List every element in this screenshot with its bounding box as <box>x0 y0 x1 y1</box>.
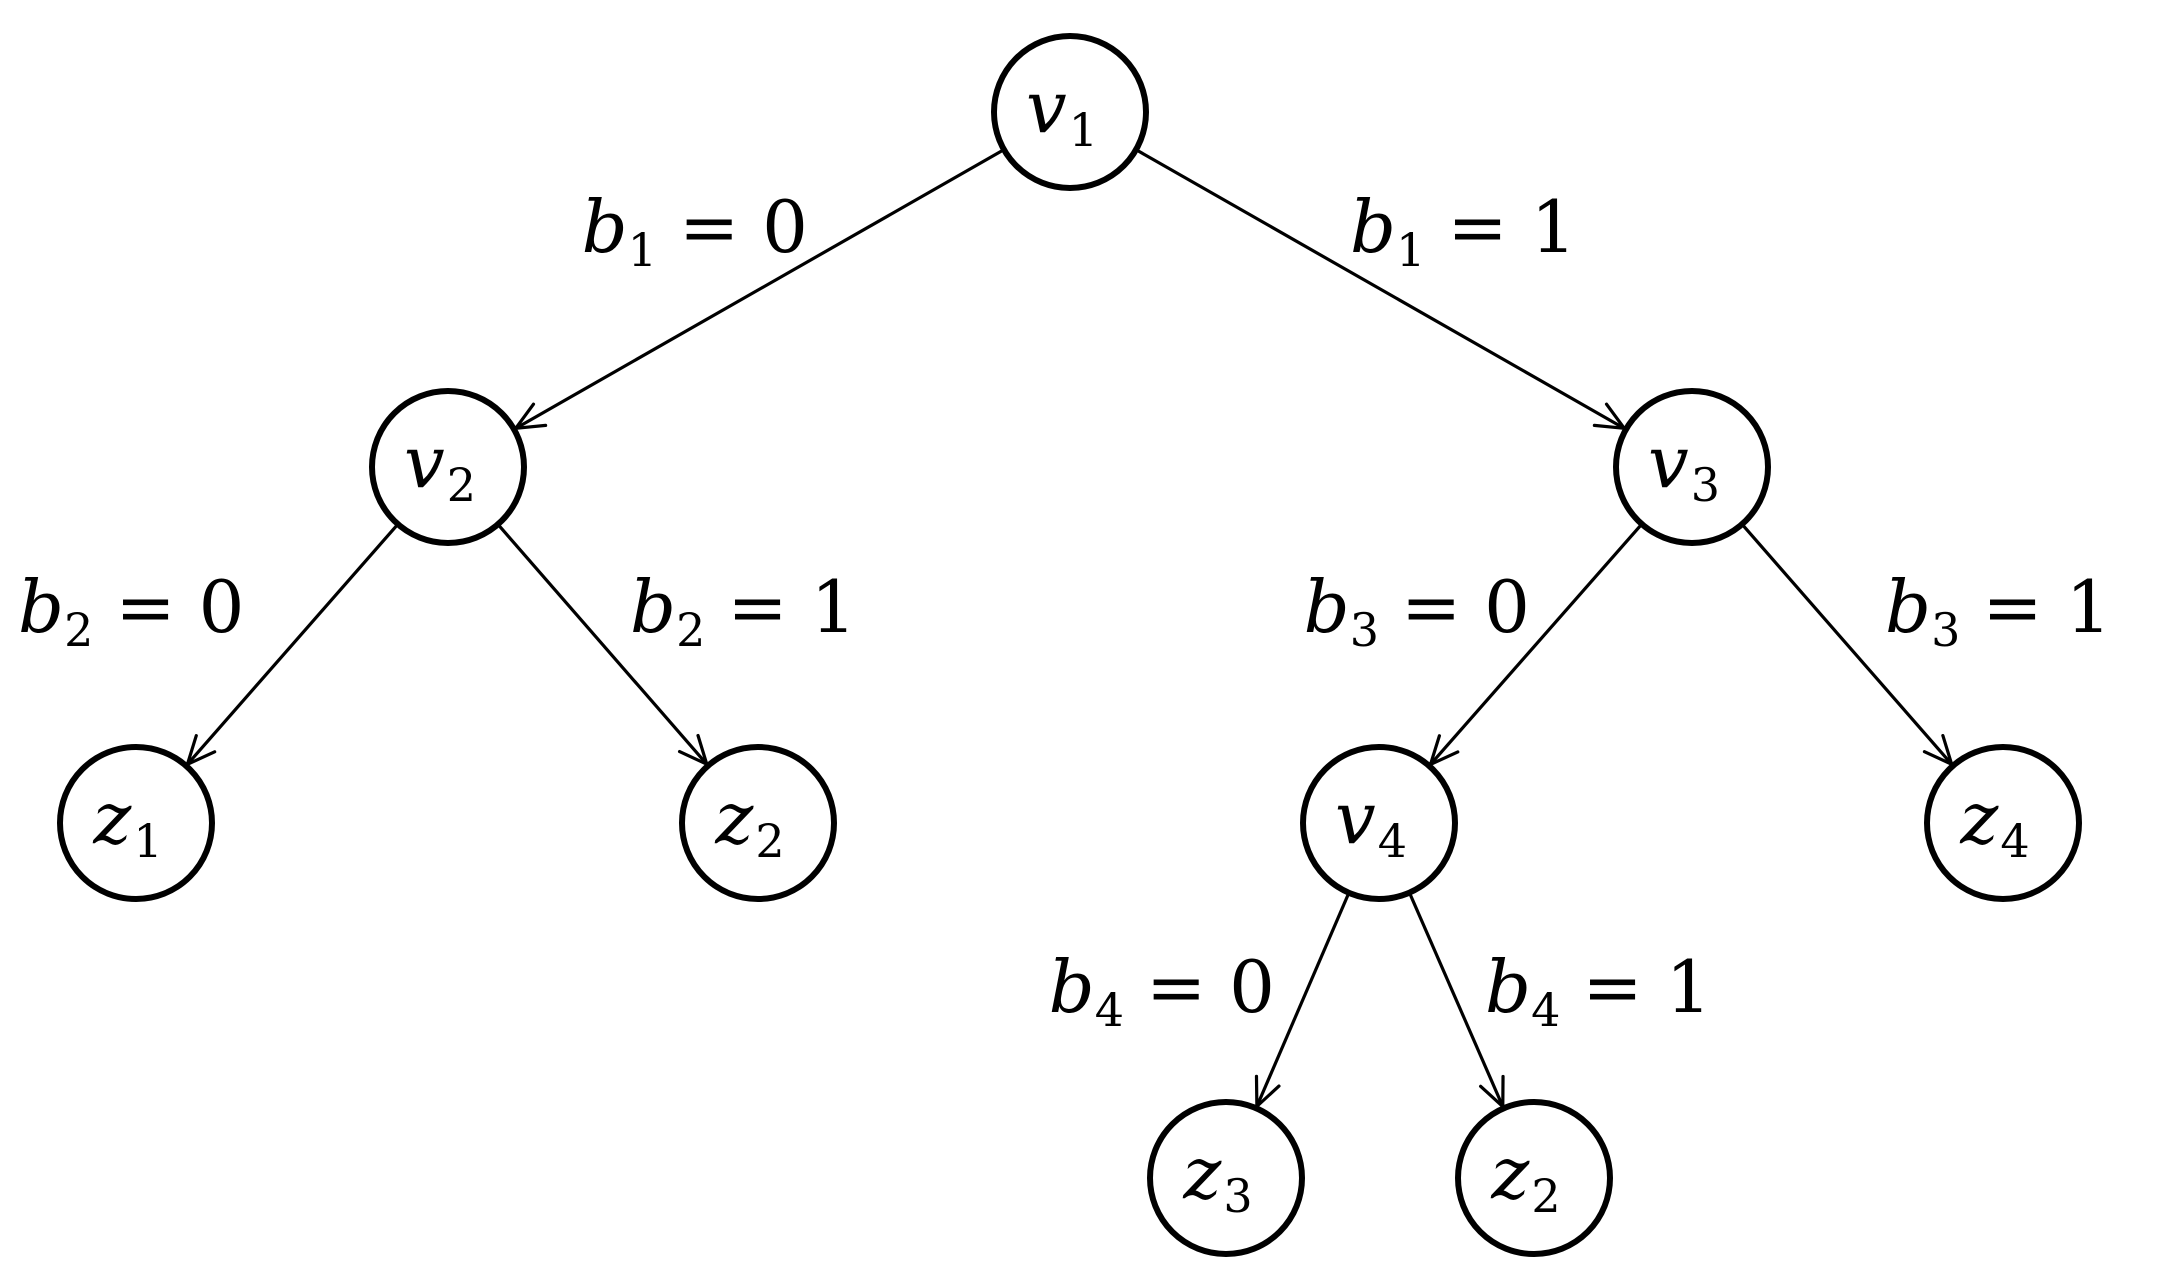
edge-v2-to-z1 <box>186 523 400 766</box>
edge-v1-to-v2 <box>514 148 1005 430</box>
edge-label-v2-to-z2a: b2 = 1 <box>630 565 856 657</box>
node-z4: z4 <box>1924 744 2082 902</box>
edge-label-subscript: 4 <box>1095 983 1124 1037</box>
node-circle <box>1455 1099 1613 1257</box>
node-label: v4 <box>1335 776 1407 868</box>
node-circle <box>57 744 215 902</box>
arrowhead-v1-to-v2 <box>514 402 548 430</box>
node-circle <box>991 33 1149 191</box>
edge-label-value: = 1 <box>727 565 856 649</box>
node-v2: v2 <box>369 388 527 546</box>
edge-label-value: = 1 <box>1982 565 2111 649</box>
edge-label-variable: b <box>1485 945 1531 1029</box>
edge-label-v1-to-v3: b1 = 1 <box>1350 185 1576 277</box>
edge-label-subscript: 4 <box>1531 983 1560 1037</box>
edge-label-v4-to-z2b: b4 = 1 <box>1485 945 1711 1037</box>
node-circle <box>679 744 837 902</box>
node-circle <box>1300 744 1458 902</box>
edge-v4-to-z2b <box>1407 892 1505 1108</box>
edge-v2-to-z2a <box>496 523 708 766</box>
node-z1: z1 <box>57 744 215 902</box>
node-label-subscript: 1 <box>133 814 162 868</box>
node-v4: v4 <box>1300 744 1458 902</box>
node-label-subscript: 4 <box>1378 814 1407 868</box>
edge-label-v2-to-z1: b2 = 0 <box>18 565 244 657</box>
edge-label-variable: b <box>1304 565 1350 649</box>
edge-label-variable: b <box>1049 945 1095 1029</box>
node-label-letter: v <box>1335 776 1376 860</box>
edge-label-subscript: 2 <box>676 603 705 657</box>
node-v3: v3 <box>1613 388 1771 546</box>
node-circle <box>369 388 527 546</box>
node-label: z2 <box>1490 1131 1560 1223</box>
node-label: z4 <box>1959 776 2029 868</box>
edge-label-variable: b <box>630 565 676 649</box>
node-label: v2 <box>404 420 476 512</box>
node-label-letter: z <box>1182 1131 1222 1215</box>
edge-label-v3-to-z4: b3 = 1 <box>1885 565 2111 657</box>
edge-label-value: = 0 <box>115 565 244 649</box>
node-label-subscript: 2 <box>755 814 784 868</box>
edge-label-v4-to-z3: b4 = 0 <box>1049 945 1275 1037</box>
node-label: z2 <box>714 776 784 868</box>
node-label-subscript: 1 <box>1069 103 1098 157</box>
node-label-subscript: 2 <box>1531 1169 1560 1223</box>
edge-label-subscript: 2 <box>64 603 93 657</box>
node-label-letter: z <box>714 776 754 860</box>
node-label: v1 <box>1026 65 1098 157</box>
edge-label-variable: b <box>582 185 628 269</box>
node-label: z3 <box>1182 1131 1252 1223</box>
node-label-letter: v <box>1648 420 1689 504</box>
edge-label-variable: b <box>1885 565 1931 649</box>
edge-label-subscript: 3 <box>1350 603 1379 657</box>
edge-label-v3-to-v4: b3 = 0 <box>1304 565 1530 657</box>
node-z3: z3 <box>1147 1099 1305 1257</box>
node-label-letter: v <box>1026 65 1067 149</box>
edge-v4-to-z3 <box>1255 892 1351 1108</box>
edge-label-subscript: 1 <box>1396 223 1425 277</box>
node-label-letter: v <box>404 420 445 504</box>
node-label-letter: z <box>1490 1131 1530 1215</box>
node-label-letter: z <box>1959 776 1999 860</box>
node-z2a: z2 <box>679 744 837 902</box>
edge-label-value: = 0 <box>1401 565 1530 649</box>
node-label: z1 <box>92 776 162 868</box>
edge-label-variable: b <box>18 565 64 649</box>
node-label-subscript: 2 <box>447 458 476 512</box>
edge-label-subscript: 3 <box>1931 603 1960 657</box>
node-label-subscript: 3 <box>1691 458 1720 512</box>
node-label-letter: z <box>92 776 132 860</box>
node-v1: v1 <box>991 33 1149 191</box>
edge-label-v1-to-v2: b1 = 0 <box>582 185 808 277</box>
edge-label-value: = 0 <box>1146 945 1275 1029</box>
arrowhead-v1-to-v3 <box>1592 402 1626 430</box>
node-label: v3 <box>1648 420 1720 512</box>
edge-v3-to-v4 <box>1429 523 1644 766</box>
node-label-subscript: 3 <box>1223 1169 1252 1223</box>
node-z2b: z2 <box>1455 1099 1613 1257</box>
edge-v1-to-v3 <box>1135 148 1626 430</box>
edge-label-value: = 0 <box>679 185 808 269</box>
node-circle <box>1147 1099 1305 1257</box>
node-circle <box>1924 744 2082 902</box>
edge-label-variable: b <box>1350 185 1396 269</box>
edge-label-value: = 1 <box>1447 185 1576 269</box>
node-circle <box>1613 388 1771 546</box>
node-label-subscript: 4 <box>2000 814 2029 868</box>
edge-v3-to-z4 <box>1740 523 1953 766</box>
edge-label-value: = 1 <box>1582 945 1711 1029</box>
edge-label-subscript: 1 <box>628 223 657 277</box>
